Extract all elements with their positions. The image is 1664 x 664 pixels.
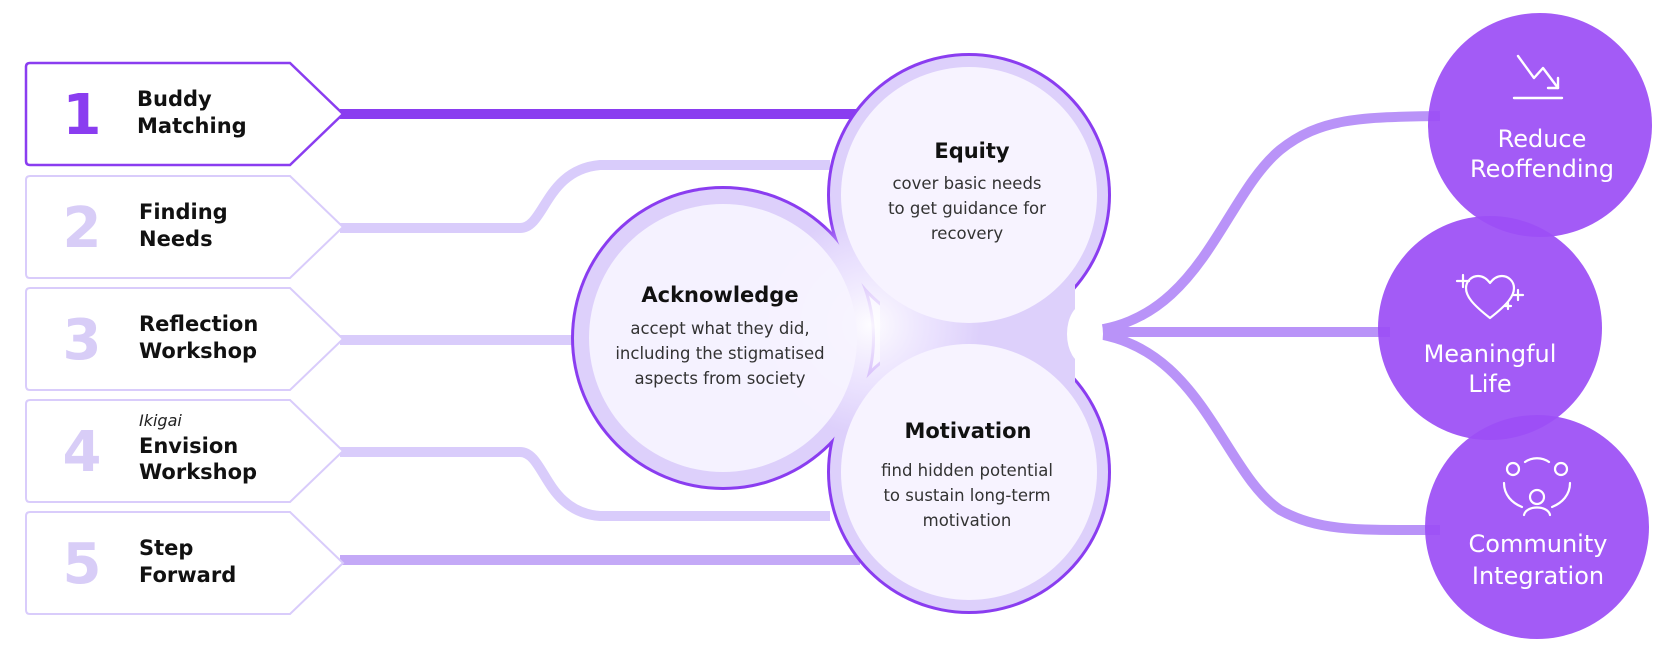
step-1-number: 1 xyxy=(63,83,102,148)
outcome-3-line1: Community xyxy=(1469,530,1608,558)
trend-down-icon xyxy=(1512,54,1564,100)
step-4-label-line1: Envision xyxy=(139,434,238,458)
sparkle-heart-icon xyxy=(1455,273,1525,320)
outcome-3-line2: Integration xyxy=(1472,562,1604,590)
principles-cluster: Equity cover basic needs to get guidance… xyxy=(571,53,1111,614)
step-connectors xyxy=(340,109,860,565)
outcome-circle-reduce-reoffending xyxy=(1428,13,1652,237)
acknowledge-desc-1: accept what they did, xyxy=(630,319,809,338)
step-2-number: 2 xyxy=(63,196,102,261)
step-4-box xyxy=(25,399,345,503)
step-3-label-line2: Workshop xyxy=(139,339,257,363)
motivation-desc-1: find hidden potential xyxy=(881,461,1053,480)
connector-step-4 xyxy=(340,447,830,521)
connector-outcome-1 xyxy=(1074,111,1441,337)
outcome-1-line2: Reoffending xyxy=(1470,155,1614,183)
step-3-number: 3 xyxy=(63,308,102,373)
step-4-note: Ikigai xyxy=(139,411,182,430)
acknowledge-desc-3: aspects from society xyxy=(634,369,805,388)
motivation-desc-2: to sustain long-term xyxy=(883,486,1050,505)
outcome-2-line1: Meaningful xyxy=(1424,340,1557,368)
step-1-label-line2: Matching xyxy=(137,114,247,138)
circle-motivation xyxy=(841,344,1097,600)
outcome-2-line2: Life xyxy=(1468,370,1511,398)
step-2-box xyxy=(25,175,345,279)
step-5-label-line1: Step xyxy=(139,536,193,560)
equity-title: Equity xyxy=(934,139,1010,163)
step-1-box xyxy=(24,61,345,167)
acknowledge-desc-2: including the stigmatised xyxy=(615,344,824,363)
connector-step-2 xyxy=(340,160,830,233)
acknowledge-title: Acknowledge xyxy=(641,283,798,307)
connector-outcome-3 xyxy=(1074,327,1441,536)
outcome-circle-community-integration xyxy=(1425,415,1649,639)
motivation-title: Motivation xyxy=(904,419,1031,443)
equity-desc-2: to get guidance for xyxy=(888,199,1046,218)
outcome-circle-meaningful-life xyxy=(1378,216,1602,440)
step-1-label-line1: Buddy xyxy=(137,87,212,111)
community-icon xyxy=(1502,457,1572,517)
step-5-number: 5 xyxy=(63,532,102,597)
circle-equity xyxy=(841,67,1097,323)
circle-acknowledge xyxy=(589,204,857,472)
outcome-connectors xyxy=(1074,111,1441,536)
motivation-desc-3: motivation xyxy=(923,511,1012,530)
outcomes-cluster: Reduce Reoffending Meaningful Life Commu… xyxy=(1378,13,1652,639)
equity-desc-3: recovery xyxy=(931,224,1003,243)
step-4-label-line2: Workshop xyxy=(139,460,257,484)
step-2-label-line2: Needs xyxy=(139,227,213,251)
step-4-number: 4 xyxy=(63,420,102,485)
equity-desc-1: cover basic needs xyxy=(892,174,1041,193)
step-3-box xyxy=(25,287,345,391)
outcome-1-line1: Reduce xyxy=(1498,125,1587,153)
step-5-box xyxy=(25,511,345,615)
step-5-label-line2: Forward xyxy=(139,563,236,587)
step-2-label-line1: Finding xyxy=(139,200,228,224)
step-3-label-line1: Reflection xyxy=(139,312,258,336)
